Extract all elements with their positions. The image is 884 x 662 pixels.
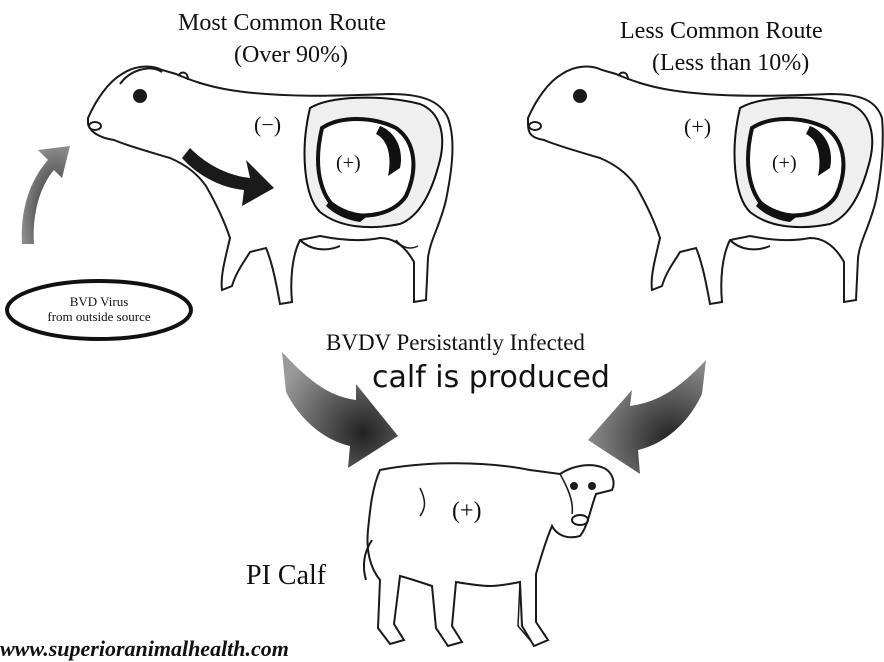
arrow-virus-to-cow: [22, 146, 70, 244]
virus-source-label: BVD Virus from outside source: [14, 294, 184, 324]
pi-calf-label: PI Calf: [246, 560, 326, 592]
arrow-into-cow-body: [182, 148, 274, 206]
common-route-percentage: (Over 90%): [234, 42, 348, 69]
uterus-left: [305, 98, 443, 228]
result-caption-line2: calf is produced: [372, 360, 610, 395]
marker-positive-right-cow: (+): [684, 114, 711, 140]
marker-positive-right-fetus: (+): [772, 152, 797, 175]
virus-source-line1: BVD Virus: [14, 294, 184, 309]
less-common-route-title: Less Common Route: [620, 18, 823, 45]
calf-illustration: [364, 463, 614, 646]
common-route-title: Most Common Route: [178, 10, 386, 37]
result-caption-line1: BVDV Persistantly Infected: [326, 330, 585, 356]
less-common-route-percentage: (Less than 10%): [652, 50, 809, 77]
footer-url[interactable]: www.superioranimalhealth.com: [0, 636, 289, 662]
marker-negative-left-cow: (−): [254, 112, 281, 138]
uterus-right: [735, 98, 873, 228]
marker-positive-calf: (+): [452, 498, 482, 525]
marker-positive-left-fetus: (+): [336, 152, 361, 175]
virus-source-line2: from outside source: [14, 309, 184, 324]
